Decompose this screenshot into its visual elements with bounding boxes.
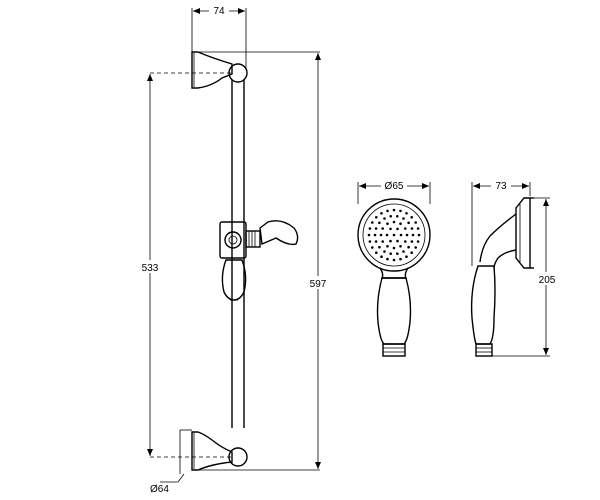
nozzle-dot — [410, 227, 414, 230]
nozzle-dot — [367, 233, 371, 237]
nozzle-dot — [407, 245, 410, 249]
nozzle-dot — [389, 227, 392, 231]
nozzle-dot — [380, 212, 383, 215]
nozzle-dot — [381, 240, 385, 243]
nozzle-dot — [404, 240, 407, 243]
nozzle-dot — [386, 222, 389, 225]
nozzle-dot — [381, 227, 385, 230]
nozzle-dot — [383, 217, 386, 220]
nozzle-dot — [399, 257, 402, 261]
dim-label-bracket-width: 74 — [213, 6, 225, 17]
nozzle-dot — [405, 233, 409, 237]
rail-bar — [231, 80, 245, 428]
nozzle-dot — [411, 233, 415, 237]
nozzle-dot — [379, 233, 383, 237]
handset-side-view: 73 205 — [470, 179, 558, 357]
nozzle-dot — [410, 216, 414, 219]
nozzle-dot — [402, 250, 405, 253]
shower-head-profile — [515, 197, 550, 269]
nozzle-dot — [414, 221, 418, 224]
dimension-handset-depth: 73 — [471, 179, 531, 266]
dimension-rail-length: 597 — [305, 53, 331, 469]
dim-label-bracket-spacing: 533 — [142, 263, 159, 274]
nozzle-dot — [374, 240, 378, 243]
nozzle-dot — [417, 233, 421, 237]
handset-front-view: Ø65 — [357, 179, 431, 357]
nozzle-dot — [402, 217, 405, 220]
nozzle-dot — [416, 227, 420, 230]
handset-handle — [376, 277, 412, 357]
dimension-base-diameter: Ø64 — [150, 473, 185, 495]
nozzle-dot — [405, 212, 408, 215]
nozzle-dot — [378, 221, 381, 225]
nozzle-dot — [386, 257, 389, 261]
nozzle-dot — [371, 221, 374, 224]
handset-side-handle — [470, 265, 550, 357]
rail-slider — [219, 220, 299, 301]
dim-label-base-diameter: Ø64 — [150, 484, 169, 495]
nozzle-dot — [374, 227, 378, 230]
nozzle-dot — [368, 240, 372, 243]
nozzle-dot — [373, 233, 377, 237]
dim-label-handset-length: 205 — [539, 275, 556, 286]
nozzle-dot — [396, 239, 399, 243]
nozzle-dot — [383, 250, 386, 253]
nozzle-dot — [399, 222, 402, 225]
nozzle-dot — [392, 258, 396, 262]
nozzle-dot — [392, 246, 396, 250]
nozzle-dot — [396, 227, 399, 231]
dimension-bracket-spacing: 533 — [136, 72, 232, 458]
dim-label-handset-depth: 73 — [495, 181, 507, 192]
nozzle-dot — [371, 246, 374, 249]
nozzle-dot — [404, 227, 407, 230]
nozzle-dot — [375, 251, 378, 254]
nozzle-dot — [389, 252, 393, 255]
dimension-handset-length: 205 — [536, 199, 558, 355]
nozzle-dot — [375, 216, 378, 219]
nozzle-dot — [410, 251, 414, 254]
nozzle-dot — [407, 221, 410, 225]
nozzle-dot — [399, 245, 402, 248]
slide-rail-view: 74 — [136, 4, 331, 495]
top-wall-bracket — [191, 51, 320, 89]
nozzle-dot — [414, 246, 418, 249]
nozzle-dot — [399, 233, 403, 237]
shower-head-face — [357, 198, 431, 272]
nozzle-dot — [392, 220, 396, 224]
nozzle-dot — [399, 209, 402, 213]
nozzle-dot — [392, 208, 396, 212]
nozzle-dot — [386, 245, 389, 248]
dim-label-head-diameter: Ø65 — [385, 181, 404, 192]
nozzle-dot — [416, 240, 420, 243]
dimension-head-diameter: Ø65 — [357, 179, 431, 204]
dimension-bracket-width: 74 — [191, 4, 247, 70]
nozzle-dot — [389, 239, 392, 243]
nozzle-dot — [389, 215, 393, 218]
nozzle-dot — [396, 215, 399, 218]
nozzle-dot — [410, 240, 414, 243]
nozzle-dot — [405, 255, 408, 258]
nozzle-dot — [385, 233, 389, 237]
nozzle-dot — [396, 252, 399, 255]
dim-label-rail-length: 597 — [310, 279, 327, 290]
nozzle-dot — [378, 245, 381, 249]
nozzle-dot — [392, 233, 396, 237]
bottom-wall-bracket — [179, 429, 320, 474]
nozzle-dot — [368, 227, 372, 230]
nozzle-dot — [386, 209, 389, 213]
nozzle-dot — [380, 255, 383, 258]
